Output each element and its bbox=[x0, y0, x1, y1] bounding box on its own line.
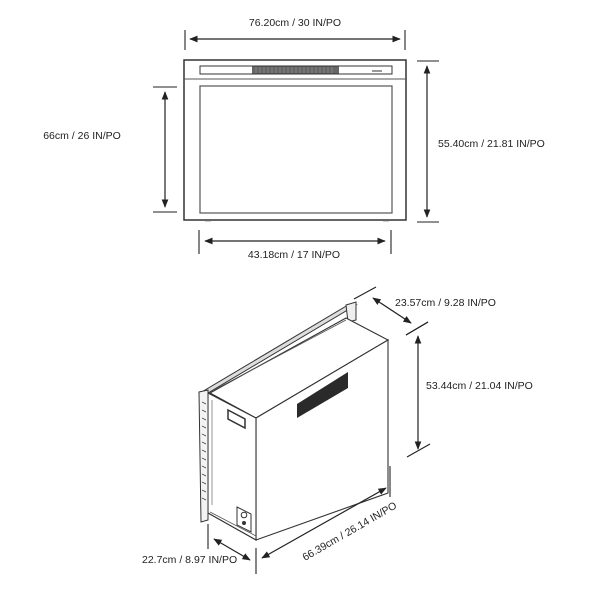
iso-vent bbox=[297, 372, 348, 418]
iso-right-flange bbox=[345, 301, 357, 323]
front-view: 76.20cm / 30 IN/PO 66cm / 26 IN/PO 55.40… bbox=[43, 17, 545, 261]
isometric-view: 23.57cm / 9.28 IN/PO 53.44cm / 21.04 IN/… bbox=[142, 286, 533, 574]
iso-flange-holes bbox=[201, 401, 207, 501]
front-width-label: 76.20cm / 30 IN/PO bbox=[249, 17, 341, 29]
front-total-height-label: 55.40cm / 21.81 IN/PO bbox=[438, 138, 545, 150]
iso-power-plate bbox=[236, 506, 252, 533]
front-screen bbox=[199, 85, 393, 214]
iso-power-switch bbox=[242, 521, 246, 525]
iso-flange-depth-label: 22.7cm / 8.97 IN/PO bbox=[142, 554, 237, 566]
front-bottom-width-label: 43.18cm / 17 IN/PO bbox=[248, 249, 340, 261]
iso-power-socket bbox=[240, 511, 248, 519]
iso-front-flange bbox=[198, 389, 209, 523]
front-vent-grille bbox=[252, 66, 339, 74]
iso-depth-arrow bbox=[372, 297, 412, 324]
front-opening-height-label: 66cm / 26 IN/PO bbox=[43, 130, 121, 142]
iso-height-label: 53.44cm / 21.04 IN/PO bbox=[426, 380, 533, 392]
front-vent-slats bbox=[255, 67, 333, 73]
iso-flange-depth-arrow bbox=[213, 538, 251, 561]
iso-depth-label: 23.57cm / 9.28 IN/PO bbox=[395, 297, 496, 309]
iso-handle bbox=[227, 408, 246, 430]
iso-width-arrow bbox=[261, 487, 387, 559]
